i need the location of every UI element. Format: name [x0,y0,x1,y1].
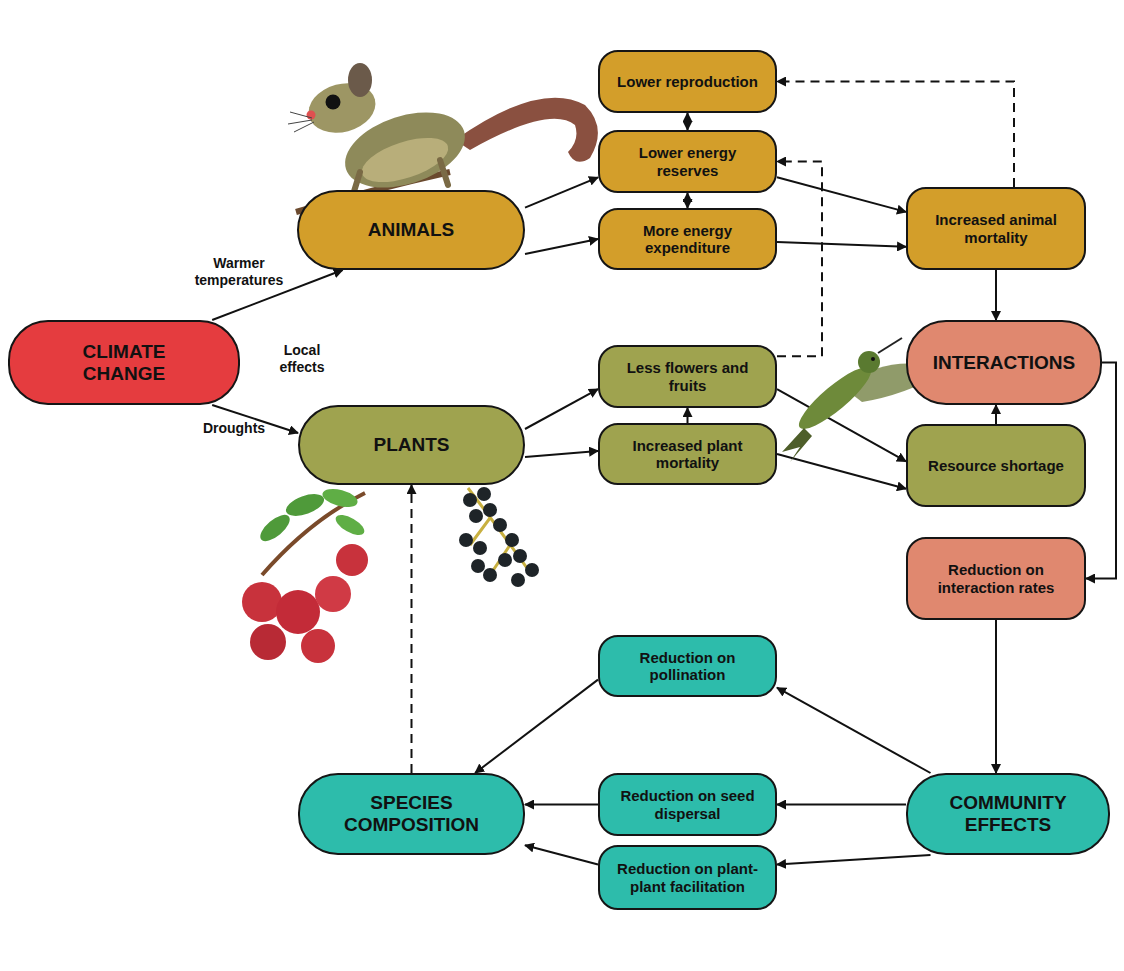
connector-arrow [777,177,906,212]
interaction-box: INTERACTIONS [906,320,1102,405]
connector-arrow [995,270,997,320]
connector-arrow [777,855,931,865]
node-text: SPECIES COMPOSITION [314,792,509,836]
node-text: More energy expenditure [608,222,767,257]
connector-arrow [1086,363,1116,579]
connector-arrow [525,177,598,207]
species-box: SPECIES COMPOSITION [298,773,525,855]
connector-arrow [525,845,598,864]
dashed-feedback-arrow [411,485,413,773]
node-text: COMMUNITY EFFECTS [922,792,1094,836]
node-text: CLIMATE CHANGE [52,341,196,385]
node-text: Less flowers and fruits [608,359,767,394]
edge-label: Warmer temperatures [194,255,284,289]
node-text: Reduction on interaction rates [916,561,1076,596]
effect-box: Reduction on seed dispersal [598,773,777,836]
connector-arrow [777,688,931,773]
effect-box: More energy expenditure [598,208,777,270]
black-berries-illustration [459,487,539,587]
connector-arrow [525,389,598,429]
node-text: Lower energy reserves [608,144,767,179]
effect-box: Reduction on pollination [598,635,777,697]
effect-box: Less flowers and fruits [598,345,777,408]
effect-box: Reduction on plant-plant facilitation [598,845,777,910]
connector-arrow [475,680,598,773]
node-text: Reduction on seed dispersal [608,787,767,822]
effect-box: Resource shortage [906,424,1086,507]
node-text: Lower reproduction [617,73,758,90]
red-berries-illustration [242,486,368,663]
climate-box: CLIMATE CHANGE [8,320,240,405]
plant-box: PLANTS [298,405,525,485]
node-text: Reduction on plant-plant facilitation [608,860,767,895]
connector-arrow [687,408,689,423]
effect-box: Increased plant mortality [598,423,777,485]
dashed-feedback-arrow [777,162,822,357]
connector-arrow [525,451,598,457]
effect-box: Reduction on interaction rates [906,537,1086,620]
community-box: COMMUNITY EFFECTS [906,773,1110,855]
node-text: Reduction on pollination [608,649,767,684]
node-text: INTERACTIONS [933,352,1076,374]
connector-arrow [525,804,598,806]
connector-arrow [687,193,689,208]
node-text: Increased plant mortality [608,437,767,472]
node-text: ANIMALS [368,219,455,241]
effect-box: Increased animal mortality [906,187,1086,270]
node-text: PLANTS [374,434,450,456]
connector-arrow [687,113,689,130]
connector-arrow [995,620,997,773]
node-text: Resource shortage [928,457,1064,474]
effect-box: Lower reproduction [598,50,777,113]
node-text: Increased animal mortality [916,211,1076,246]
connector-arrow [525,239,598,254]
annotation-label: Local effects [266,342,338,376]
connector-arrow [777,804,906,806]
dashed-feedback-arrow [777,82,1014,188]
edge-label: Droughts [198,420,270,437]
animal-box: ANIMALS [297,190,525,270]
connector-arrow [995,405,997,424]
effect-box: Lower energy reserves [598,130,777,193]
connector-arrow [777,242,906,247]
connector-arrow [777,454,906,489]
